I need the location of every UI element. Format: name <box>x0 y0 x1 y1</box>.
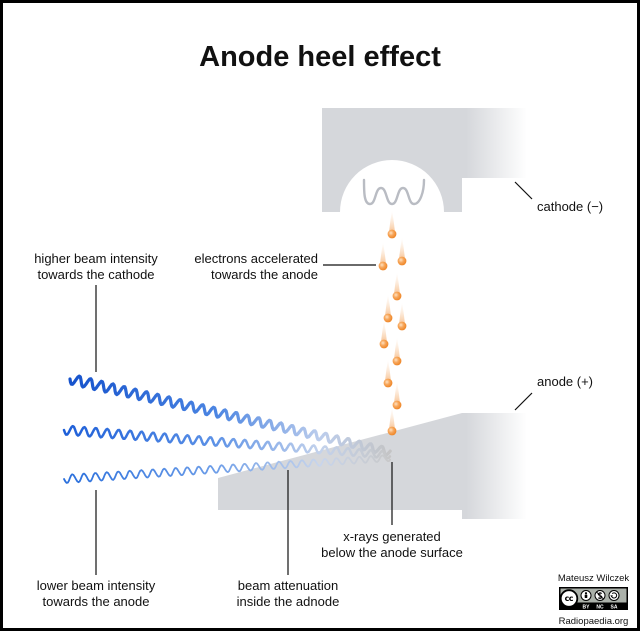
author-name: Mateusz Wilczek <box>558 573 630 584</box>
electron <box>392 381 402 410</box>
cc-logo-text: cc <box>565 594 574 603</box>
electron-dot <box>392 400 402 410</box>
filament-icon <box>362 178 426 206</box>
cathode-label: cathode (−) <box>537 199 603 214</box>
anode-label: anode (+) <box>537 374 593 389</box>
electron-trail <box>393 337 401 361</box>
attribution-head-icon <box>584 592 588 595</box>
electron-dot <box>392 291 402 301</box>
sharealike-icon <box>608 590 620 601</box>
xray-wave-low-intensity <box>63 454 391 484</box>
electron-trail <box>380 320 388 344</box>
lower-intensity-label-line2: towards the anode <box>43 594 150 609</box>
electron-dot <box>378 261 388 271</box>
electron <box>387 210 397 239</box>
cathode <box>322 108 527 212</box>
xray-wave-high-intensity <box>68 374 392 457</box>
electron-trail <box>398 302 406 326</box>
electron-trail <box>393 272 401 296</box>
electron <box>383 359 393 388</box>
lower-intensity-label-line1: lower beam intensity <box>37 578 156 593</box>
electron-dot <box>379 339 389 349</box>
anode <box>218 413 527 519</box>
electron-trail <box>384 294 392 318</box>
xrays-label-line2: below the anode surface <box>321 545 463 560</box>
cc-logo-icon <box>559 589 579 608</box>
electron-trail <box>384 359 392 383</box>
electron-trail <box>393 381 401 405</box>
cathode-leader-line <box>514 181 533 200</box>
source-site: Radiopaedia.org <box>559 616 629 627</box>
electron <box>397 302 407 331</box>
higher-intensity-label-line2: towards the cathode <box>37 267 154 282</box>
electron-dot <box>383 378 393 388</box>
electron-dot <box>383 313 393 323</box>
electron-dot <box>397 256 407 266</box>
electron-dot <box>387 229 397 239</box>
diagram-title: Anode heel effect <box>199 41 441 73</box>
electron <box>379 320 389 349</box>
electron <box>392 337 402 366</box>
license-by: BY <box>583 604 591 610</box>
electron-trail <box>388 407 396 431</box>
circular-arrow-head-icon <box>610 595 613 598</box>
attribution-body-icon <box>584 594 588 598</box>
noncommercial-strike-icon <box>596 591 604 600</box>
electron <box>397 237 407 266</box>
electrons-label-line2: towards the anode <box>211 267 318 282</box>
circular-arrow-icon <box>611 592 618 599</box>
license-sa: SA <box>611 604 618 610</box>
electrons-label-line1: electrons accelerated <box>194 251 318 266</box>
license-nc: NC <box>596 604 604 610</box>
electron-trail <box>398 237 406 261</box>
attenuation-label-line2: inside the adnode <box>237 594 340 609</box>
electron <box>387 407 397 436</box>
electron <box>383 294 393 323</box>
electron-trail <box>388 210 396 234</box>
anode-leader-line <box>514 392 533 411</box>
electron-trail <box>379 242 387 266</box>
higher-intensity-label-line1: higher beam intensity <box>34 251 158 266</box>
attenuation-label-line1: beam attenuation <box>238 578 338 593</box>
electron <box>378 242 388 271</box>
electron-dot <box>397 321 407 331</box>
xray-beams <box>62 374 392 484</box>
xrays-label-line1: x-rays generated <box>343 529 441 544</box>
electron <box>392 272 402 301</box>
credit-block: Mateusz Wilczek cc BY NC SA Radiopaedia.… <box>558 573 630 627</box>
electron-dot <box>387 426 397 436</box>
electron-dot <box>392 356 402 366</box>
electron-stream <box>378 210 407 436</box>
cc-license-badge: cc BY NC SA <box>559 587 628 610</box>
xray-wave-medium-intensity <box>62 424 392 460</box>
